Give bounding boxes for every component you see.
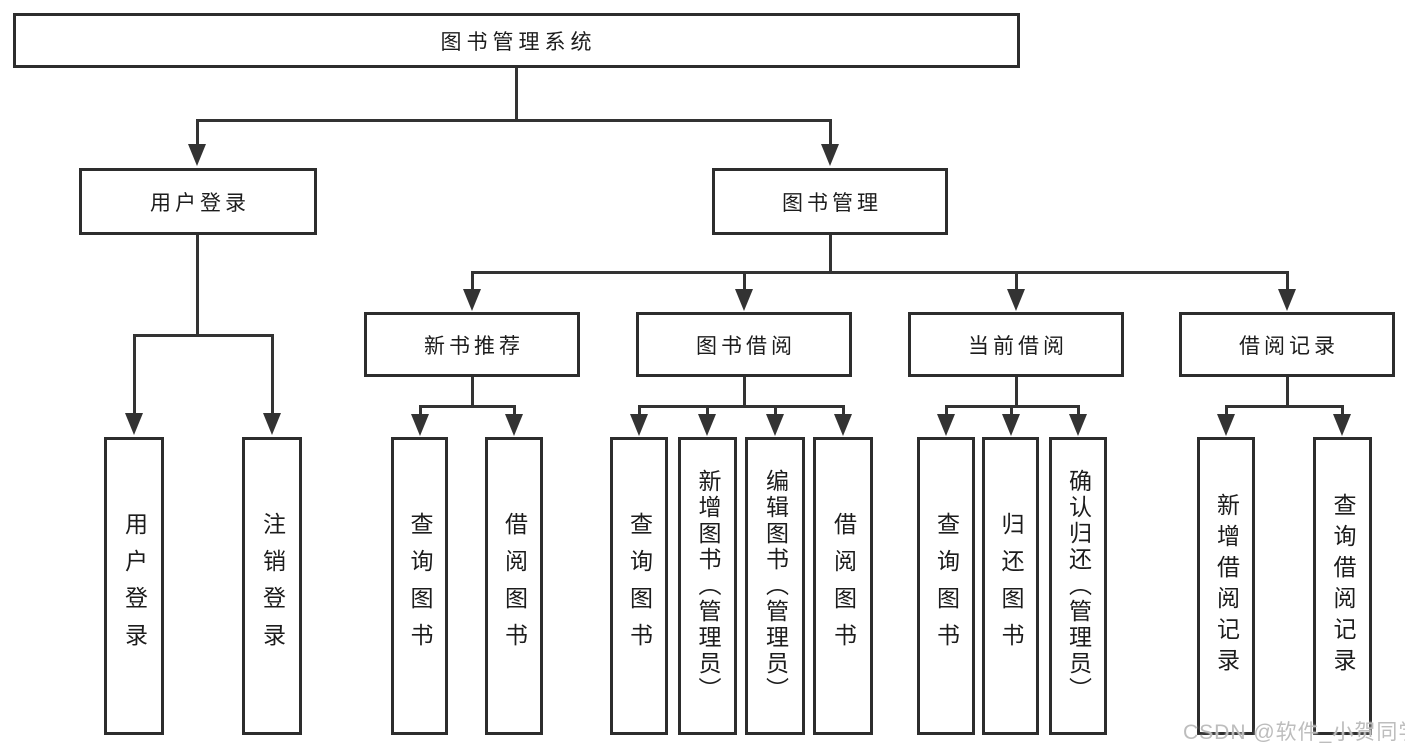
node-current-borrow: 当前借阅: [908, 312, 1124, 377]
leaf-borrow-query: 查询图书: [610, 437, 668, 735]
node-book-borrow: 图书借阅: [636, 312, 852, 377]
connector-level2-rail: [197, 119, 832, 122]
arrowhead-leaf-user-login: [125, 413, 143, 435]
connector-drop-book-borrow: [743, 271, 746, 291]
leaf-borrow-edit-admin: 编辑图书（管理员）: [745, 437, 805, 735]
connector-current-borrow-stub: [1015, 377, 1018, 407]
leaf-record-query-label: 查询借阅记录: [1330, 493, 1356, 679]
connector-drop-borrow-records: [1286, 271, 1289, 291]
arrowhead-borrow-records: [1278, 289, 1296, 311]
leaf-current-query: 查询图书: [917, 437, 975, 735]
leaf-borrow-add-admin-label: 新增图书（管理员）: [695, 469, 721, 703]
leaf-user-login-label: 用户登录: [121, 512, 148, 660]
arrowhead-newbook-query: [411, 414, 429, 436]
connector-drop-cb-confirm: [1077, 405, 1080, 416]
connector-drop-br-query: [1341, 405, 1344, 416]
node-book-management-label: 图书管理: [782, 191, 882, 215]
connector-drop-bb-borrow: [842, 405, 845, 416]
connector-drop-leaf-user-login: [133, 334, 136, 415]
connector-borrow-records-stub: [1286, 377, 1289, 407]
node-root: 图书管理系统: [13, 13, 1020, 68]
connector-drop-newbook-borrow: [513, 405, 516, 416]
leaf-current-query-label: 查询图书: [933, 512, 960, 660]
leaf-borrow-edit-admin-label: 编辑图书（管理员）: [762, 469, 789, 703]
leaf-newbook-borrow-label: 借阅图书: [501, 512, 528, 660]
leaf-record-add-label: 新增借阅记录: [1213, 493, 1240, 679]
node-new-book-recommend: 新书推荐: [364, 312, 580, 377]
connector-new-book-rail: [419, 405, 516, 408]
arrowhead-cb-return: [1002, 414, 1020, 436]
arrowhead-bb-borrow: [834, 414, 852, 436]
connector-drop-bb-edit: [774, 405, 777, 416]
leaf-current-confirm-admin: 确认归还（管理员）: [1049, 437, 1107, 735]
connector-drop-leaf-logout: [271, 334, 274, 415]
leaf-newbook-query-label: 查询图书: [407, 512, 433, 660]
arrowhead-bb-add: [698, 414, 716, 436]
node-borrow-records: 借阅记录: [1179, 312, 1395, 377]
connector-drop-newbook-query: [419, 405, 422, 416]
arrowhead-user-login: [188, 144, 206, 166]
connector-book-borrow-rail: [638, 405, 844, 408]
connector-drop-book-management: [829, 119, 832, 146]
leaf-borrow-add-admin: 新增图书（管理员）: [678, 437, 737, 735]
connector-level3-rail: [471, 271, 1288, 274]
connector-user-login-rail: [133, 334, 274, 337]
leaf-newbook-borrow: 借阅图书: [485, 437, 543, 735]
connector-drop-cb-return: [1010, 405, 1013, 416]
arrowhead-book-management: [821, 144, 839, 166]
connector-user-login-stub: [196, 235, 199, 336]
connector-book-management-stub: [829, 235, 832, 273]
leaf-user-login: 用户登录: [104, 437, 164, 735]
connector-drop-current-borrow: [1015, 271, 1018, 291]
connector-drop-bb-add: [706, 405, 709, 416]
watermark: CSDN @软件_小贺同学: [1183, 721, 1405, 744]
arrowhead-bb-edit: [766, 414, 784, 436]
connector-drop-br-add: [1225, 405, 1228, 416]
arrowhead-cb-query: [937, 414, 955, 436]
connector-drop-cb-query: [945, 405, 948, 416]
connector-new-book-stub: [471, 377, 474, 407]
arrowhead-leaf-logout: [263, 413, 281, 435]
arrowhead-cb-confirm: [1069, 414, 1087, 436]
arrowhead-new-book: [463, 289, 481, 311]
connector-drop-new-book: [471, 271, 474, 291]
leaf-current-return: 归还图书: [982, 437, 1039, 735]
leaf-newbook-query: 查询图书: [391, 437, 448, 735]
connector-drop-user-login: [196, 119, 199, 146]
leaf-record-query: 查询借阅记录: [1313, 437, 1372, 735]
connector-borrow-records-rail: [1225, 405, 1343, 408]
arrowhead-current-borrow: [1007, 289, 1025, 311]
leaf-current-confirm-admin-label: 确认归还（管理员）: [1065, 469, 1092, 703]
arrowhead-br-query: [1333, 414, 1351, 436]
arrowhead-newbook-borrow: [505, 414, 523, 436]
leaf-borrow-book-label: 借阅图书: [830, 512, 857, 660]
arrowhead-br-add: [1217, 414, 1235, 436]
node-user-login-label: 用户登录: [150, 191, 250, 215]
node-root-label: 图书管理系统: [440, 30, 597, 54]
node-book-borrow-label: 图书借阅: [696, 334, 796, 358]
node-new-book-recommend-label: 新书推荐: [424, 334, 524, 358]
arrowhead-bb-query: [630, 414, 648, 436]
node-book-management: 图书管理: [712, 168, 948, 235]
node-user-login: 用户登录: [79, 168, 317, 235]
leaf-borrow-query-label: 查询图书: [626, 512, 653, 660]
leaf-record-add: 新增借阅记录: [1197, 437, 1255, 735]
connector-book-borrow-stub: [743, 377, 746, 407]
node-borrow-records-label: 借阅记录: [1239, 334, 1339, 358]
node-current-borrow-label: 当前借阅: [968, 334, 1068, 358]
connector-drop-bb-query: [638, 405, 641, 416]
arrowhead-book-borrow: [735, 289, 753, 311]
leaf-borrow-book: 借阅图书: [813, 437, 873, 735]
connector-root-stub: [515, 68, 518, 121]
leaf-current-return-label: 归还图书: [998, 512, 1024, 660]
leaf-logout: 注销登录: [242, 437, 302, 735]
leaf-logout-label: 注销登录: [259, 512, 286, 660]
